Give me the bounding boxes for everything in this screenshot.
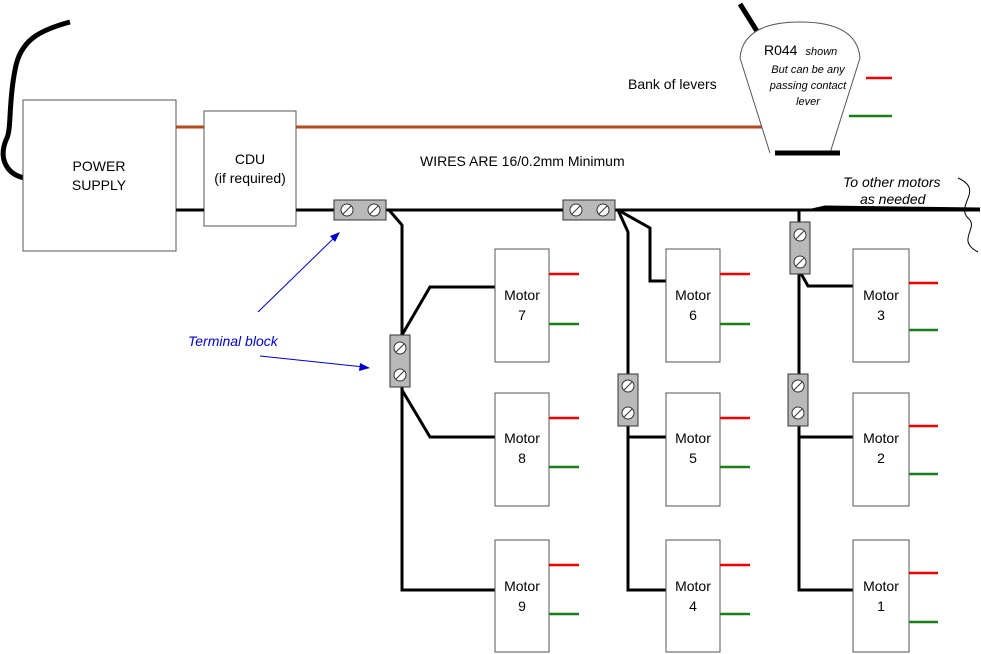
terminal-arrow-1: [257, 235, 337, 313]
lever-caption-line4: lever: [796, 96, 821, 108]
motor-3: Motor 3: [852, 248, 938, 363]
motor-8: Motor 8: [494, 392, 579, 507]
terminal-arrow-2-head: [359, 363, 370, 371]
power-supply-line2: SUPPLY: [72, 177, 127, 193]
terminal-arrow-2: [259, 355, 365, 368]
motor-2: Motor 2: [852, 392, 938, 507]
wires-note: WIRES ARE 16/0.2mm Minimum: [420, 153, 625, 169]
motor-4-number: 4: [689, 598, 697, 614]
cdu-note: (if required): [214, 170, 286, 186]
motor-4: Motor 4: [665, 539, 750, 653]
motor-5: Motor 5: [665, 392, 750, 507]
motor-1-number: 1: [877, 598, 885, 614]
power-supply-line1: POWER: [73, 158, 126, 174]
motor-2-number: 2: [877, 450, 885, 466]
motor-4-word: Motor: [675, 578, 711, 594]
terminal-block-label: Terminal block: [188, 333, 279, 349]
lever-shown: shown: [805, 46, 837, 58]
power-supply: POWER SUPPLY: [22, 99, 177, 252]
lever-body: R044 shown But can be any passing contac…: [737, 2, 892, 156]
motor-8-number: 8: [518, 450, 526, 466]
other-motors-line2: as needed: [860, 191, 927, 207]
mains-cable: [0, 19, 71, 181]
terminal-block-6: [787, 373, 809, 427]
lever-caption-line1: R044 shown: [764, 42, 837, 59]
motor-7-number: 7: [518, 307, 526, 323]
motor-2-word: Motor: [863, 430, 899, 446]
motor-3-word: Motor: [863, 287, 899, 303]
motor-6-word: Motor: [675, 287, 711, 303]
motor-8-word: Motor: [504, 430, 540, 446]
motor-9: Motor 9: [494, 539, 579, 653]
motor-9-number: 9: [518, 598, 526, 614]
motor-5-number: 5: [689, 450, 697, 466]
terminal-block-3: [789, 221, 811, 275]
motor-5-word: Motor: [675, 430, 711, 446]
other-motors-line1: To other motors: [843, 174, 941, 190]
motor-7-word: Motor: [504, 287, 540, 303]
motor-3-number: 3: [877, 307, 885, 323]
motor-7: Motor 7: [494, 248, 579, 363]
motor-9-word: Motor: [504, 578, 540, 594]
cdu-label: CDU: [235, 151, 265, 167]
bank-of-levers-label: Bank of levers: [628, 76, 717, 92]
terminal-block-4: [389, 334, 411, 388]
motor-1: Motor 1: [852, 539, 938, 653]
lever-model: R044: [764, 42, 798, 58]
terminal-block-1: [333, 199, 387, 221]
break-line: [957, 177, 979, 253]
cdu-box: CDU (if required): [203, 110, 297, 227]
lever-caption-line3: passing contact: [769, 80, 847, 92]
terminal-block-2: [562, 199, 616, 221]
motor-6-number: 6: [689, 307, 697, 323]
motor-6: Motor 6: [665, 248, 750, 363]
terminal-arrow-1-head: [330, 232, 340, 242]
terminal-block-5: [617, 373, 639, 427]
motor-1-word: Motor: [863, 578, 899, 594]
lever-caption-line2: But can be any: [771, 64, 846, 76]
